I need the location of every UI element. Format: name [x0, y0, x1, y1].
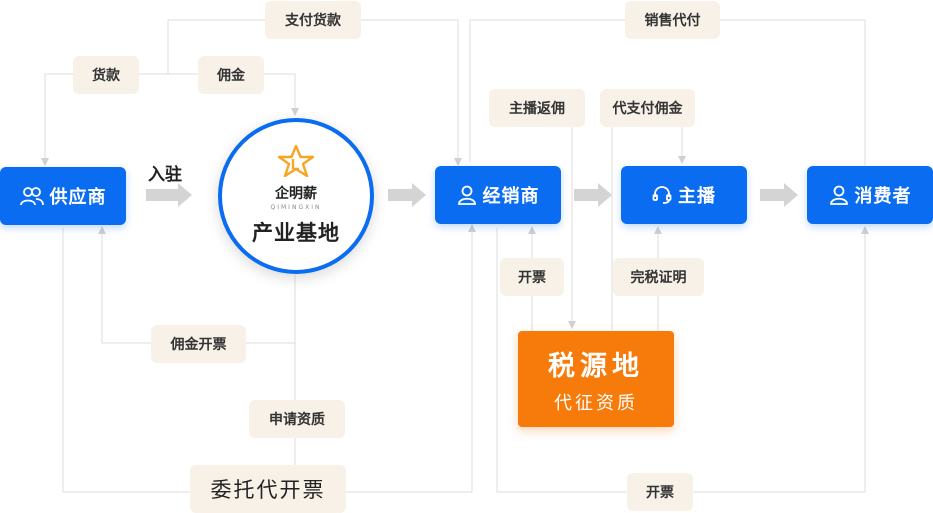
brand-name: 企明薪: [275, 186, 317, 202]
commission-invoice-tag: 佣金开票: [151, 325, 246, 363]
users-icon: [19, 186, 44, 206]
settle-in-label: 入驻: [148, 165, 182, 185]
tax-source-title: 税源地: [548, 350, 644, 382]
anchor-label: 主播: [678, 186, 716, 207]
goods-payment-tag: 货款: [73, 56, 139, 94]
user-icon: [829, 185, 849, 205]
star-logo-icon: [277, 144, 315, 181]
pay-goods-tag: 支付货款: [265, 1, 361, 39]
brand-subtitle: QIMINGXIN: [270, 204, 322, 211]
consumer-node: 消费者: [807, 166, 933, 224]
invoice-tag: 开票: [500, 258, 564, 296]
bottom-invoice-tag: 开票: [627, 473, 693, 511]
industry-base-hub: 企明薪 QIMINGXIN 产业基地: [218, 118, 374, 274]
tax-source-subtitle: 代征资质: [554, 392, 638, 414]
tax-proof-tag: 完税证明: [613, 258, 704, 296]
distributor-label: 经销商: [482, 186, 540, 207]
supplier-node: 供应商: [0, 167, 126, 225]
commission-tag: 佣金: [198, 56, 264, 94]
flow-arrows: [146, 183, 798, 207]
consumer-label: 消费者: [854, 186, 912, 207]
headset-icon: [652, 185, 672, 205]
apply-qualification-tag: 申请资质: [249, 400, 345, 438]
anchor-rebate-tag: 主播返佣: [489, 89, 585, 127]
distributor-node: 经销商: [435, 166, 561, 224]
user-icon: [457, 185, 477, 205]
supplier-label: 供应商: [49, 187, 107, 208]
hub-title: 产业基地: [252, 221, 340, 245]
anchor-node: 主播: [621, 166, 747, 224]
tax-source-box: 税源地 代征资质: [518, 331, 674, 427]
entrusted-invoice-tag: 委托代开票: [190, 465, 346, 513]
sales-agent-tag: 销售代付: [625, 1, 720, 39]
pay-commission-tag: 代支付佣金: [600, 89, 695, 127]
